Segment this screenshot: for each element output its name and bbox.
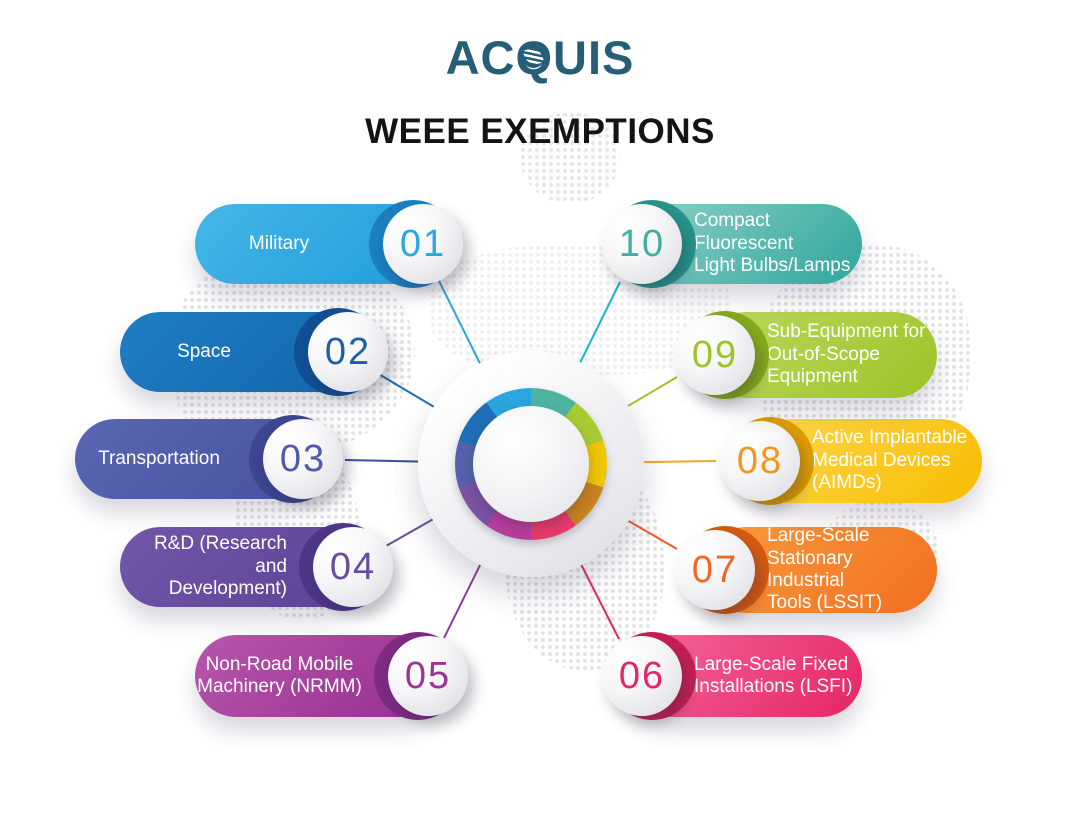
number-badge: 01	[383, 204, 463, 284]
exemption-item-lssit: Large-Scale Stationary Industrial Tools …	[675, 525, 937, 614]
pill-label: Large-Scale Fixed Installations (LSFI)	[694, 653, 853, 697]
pill-label: Space	[177, 340, 231, 362]
number-badge: 07	[675, 530, 755, 610]
pill-label: Large-Scale Stationary Industrial Tools …	[767, 525, 883, 614]
pill-label: Compact Fluorescent Light Bulbs/Lamps	[694, 210, 851, 277]
number-label: 06	[618, 654, 666, 697]
number-badge: 09	[675, 315, 755, 395]
number-badge: 02	[308, 312, 388, 392]
logo-text-left: AC	[445, 31, 516, 84]
exemption-item-lsfi: Large-Scale Fixed Installations (LSFI) 0…	[602, 632, 862, 720]
pill-label: Transportation	[98, 447, 220, 469]
page-title: WEEE EXEMPTIONS	[365, 112, 715, 151]
pill-label: Sub-Equipment for Out-of-Scope Equipment	[767, 321, 926, 388]
number-label: 09	[691, 333, 739, 376]
number-label: 05	[404, 654, 452, 697]
map-dots-europe	[520, 112, 620, 204]
number-badge: 06	[602, 636, 682, 716]
central-hub	[418, 351, 644, 577]
number-label: 07	[691, 548, 739, 591]
pill-label: Military	[248, 232, 310, 254]
number-label: 03	[279, 437, 327, 480]
exemption-item-sub-equipment: Sub-Equipment for Out-of-Scope Equipment…	[675, 311, 937, 399]
pill-label: R&D (Research and Development)	[153, 533, 287, 600]
exemption-item-cfl: Compact Fluorescent Light Bulbs/Lamps 10	[602, 200, 862, 288]
logo-letter-q: Q	[515, 34, 553, 81]
number-label: 10	[618, 222, 666, 265]
exemption-item-transportation: Transportation 03	[75, 415, 343, 503]
number-label: 01	[399, 222, 447, 265]
acquis-logo: ACQUIS	[0, 34, 1080, 81]
number-badge: 10	[602, 204, 682, 284]
pill-label: Active Implantable Medical Devices (AIMD…	[812, 427, 968, 494]
number-label: 02	[324, 330, 372, 373]
exemption-item-space: Space 02	[120, 308, 388, 396]
hub-inner-circle	[473, 406, 589, 522]
exemption-item-military: Military 01	[195, 200, 463, 288]
exemption-item-aimds: Active Implantable Medical Devices (AIMD…	[720, 417, 982, 505]
pill-label: Non-Road Mobile Machinery (NRMM)	[197, 653, 362, 697]
number-label: 08	[736, 439, 784, 482]
number-label: 04	[329, 545, 377, 588]
logo-text-right: UIS	[553, 31, 635, 84]
number-badge: 04	[313, 527, 393, 607]
exemption-item-nrmm: Non-Road Mobile Machinery (NRMM) 05	[195, 632, 468, 720]
exemption-item-rnd: R&D (Research and Development) 04	[120, 523, 393, 611]
number-badge: 05	[388, 636, 468, 716]
number-badge: 03	[263, 419, 343, 499]
number-badge: 08	[720, 421, 800, 501]
